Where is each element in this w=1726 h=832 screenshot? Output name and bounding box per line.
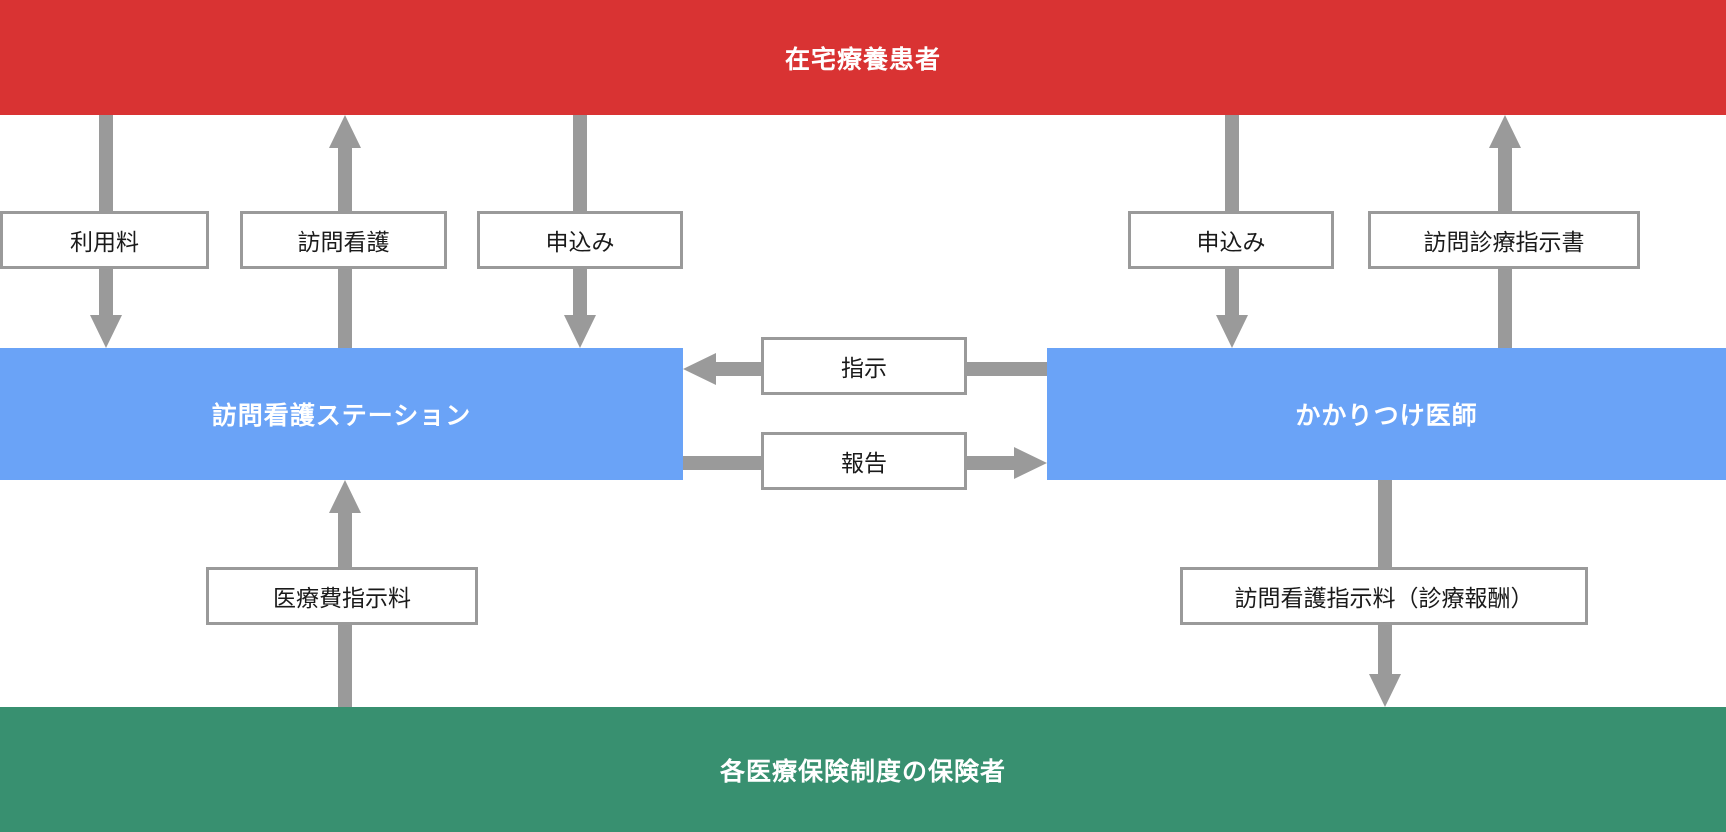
actor-band-visiting-nurse-station: 訪問看護ステーション	[0, 348, 683, 480]
flow-label-application-left-text: 申込み	[545, 229, 615, 255]
actor-label-insurer: 各医療保険制度の保険者	[719, 757, 1006, 786]
flow-label-application-left: 申込み	[477, 211, 683, 269]
flow-label-home-care-order: 訪問診療指示書	[1368, 211, 1640, 269]
flow-label-usage-fee: 利用料	[0, 211, 209, 269]
flow-label-usage-fee-text: 利用料	[70, 229, 139, 255]
flow-label-nursing-order-fee-text: 訪問看護指示料（診療報酬）	[1234, 585, 1534, 611]
actor-band-family-doctor: かかりつけ医師	[1047, 348, 1726, 480]
actor-label-patient: 在宅療養患者	[784, 45, 941, 74]
flow-label-report-text: 報告	[841, 450, 887, 476]
flow-label-report: 報告	[761, 432, 967, 490]
flow-label-home-care-order-text: 訪問診療指示書	[1423, 229, 1585, 255]
flow-label-nursing-order-fee: 訪問看護指示料（診療報酬）	[1180, 567, 1588, 625]
flow-label-instruction: 指示	[761, 337, 967, 395]
actor-label-family-doctor: かかりつけ医師	[1295, 402, 1478, 430]
flow-label-application-right-text: 申込み	[1196, 229, 1266, 255]
flow-label-medical-fee: 医療費指示料	[206, 567, 478, 625]
actor-band-insurer: 各医療保険制度の保険者	[0, 707, 1726, 832]
flow-label-medical-fee-text: 医療費指示料	[273, 585, 411, 611]
flow-label-application-right: 申込み	[1128, 211, 1334, 269]
actor-label-visiting-nurse-station: 訪問看護ステーション	[211, 402, 472, 430]
flow-label-visiting-nursing-text: 訪問看護	[297, 229, 390, 255]
flow-label-instruction-text: 指示	[841, 355, 887, 381]
actor-band-patient: 在宅療養患者	[0, 0, 1726, 115]
flow-label-visiting-nursing: 訪問看護	[240, 211, 447, 269]
